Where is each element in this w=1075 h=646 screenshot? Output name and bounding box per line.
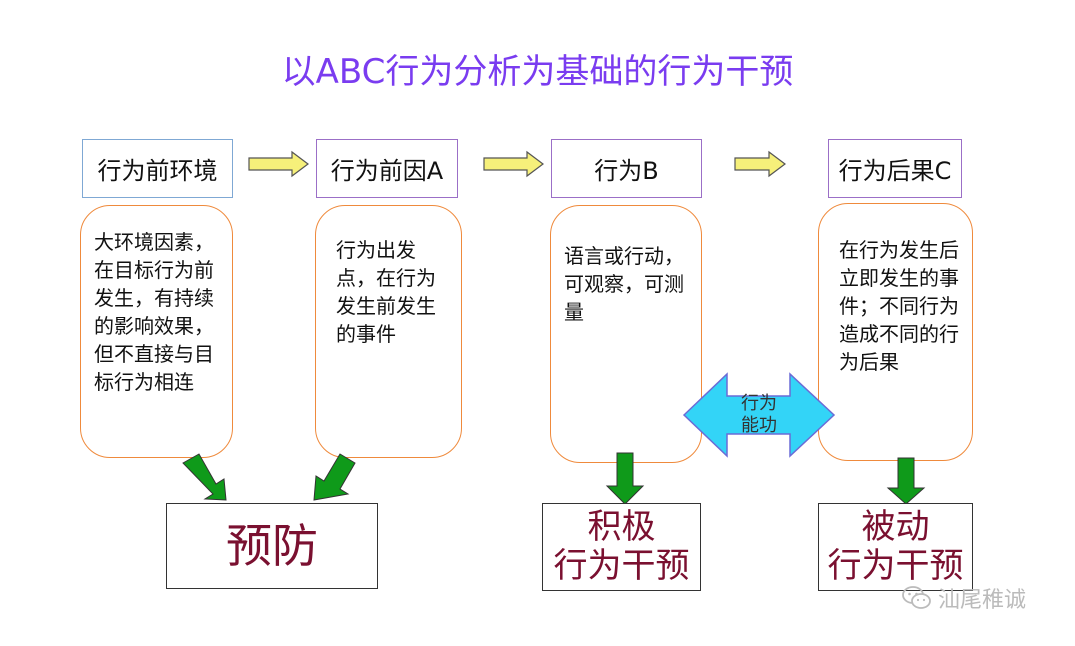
result-passive-line1: 被动	[861, 506, 930, 547]
description-environment: 大环境因素，在目标行为前发生，有持续的影响效果，但不直接与目标行为相连	[80, 205, 233, 458]
description-consequence: 在行为发生后立即发生的事件；不同行为造成不同的行为后果	[818, 203, 973, 461]
flow-arrow-2	[483, 150, 544, 178]
result-positive-line2: 行为干预	[553, 546, 690, 586]
result-positive-intervention: 积极 行为干预	[542, 503, 701, 591]
double-arrow-function	[682, 372, 836, 458]
down-arrow-behavior	[605, 452, 645, 505]
result-prevention-label: 预防	[226, 518, 318, 573]
watermark-text: 汕尾稚诚	[938, 588, 1027, 613]
function-arrow-line2: 能功	[741, 415, 777, 436]
result-positive-line1: 积极	[587, 506, 656, 547]
down-arrow-antecedent	[313, 453, 356, 501]
down-arrow-environment	[182, 453, 227, 501]
result-passive-intervention: 被动 行为干预	[818, 503, 973, 591]
result-prevention: 预防	[166, 503, 378, 589]
wechat-icon	[902, 586, 931, 609]
header-behavior: 行为B	[551, 139, 702, 198]
header-consequence: 行为后果C	[828, 139, 962, 198]
function-arrow-line1: 行为	[741, 393, 777, 414]
flow-arrow-1	[248, 150, 309, 178]
function-arrow-label: 行为 能功	[729, 393, 789, 437]
down-arrow-consequence	[886, 457, 926, 505]
watermark: 汕尾稚诚	[902, 582, 1026, 614]
description-antecedent: 行为出发点，在行为发生前发生的事件	[315, 205, 462, 458]
description-behavior: 语言或行动，可观察，可测量	[550, 205, 702, 463]
result-passive-line2: 行为干预	[827, 546, 964, 586]
diagram-title: 以ABC行为分析为基础的行为干预	[281, 52, 794, 92]
header-antecedent: 行为前因A	[316, 139, 458, 198]
flow-arrow-3	[734, 150, 786, 178]
header-environment: 行为前环境	[82, 139, 233, 198]
